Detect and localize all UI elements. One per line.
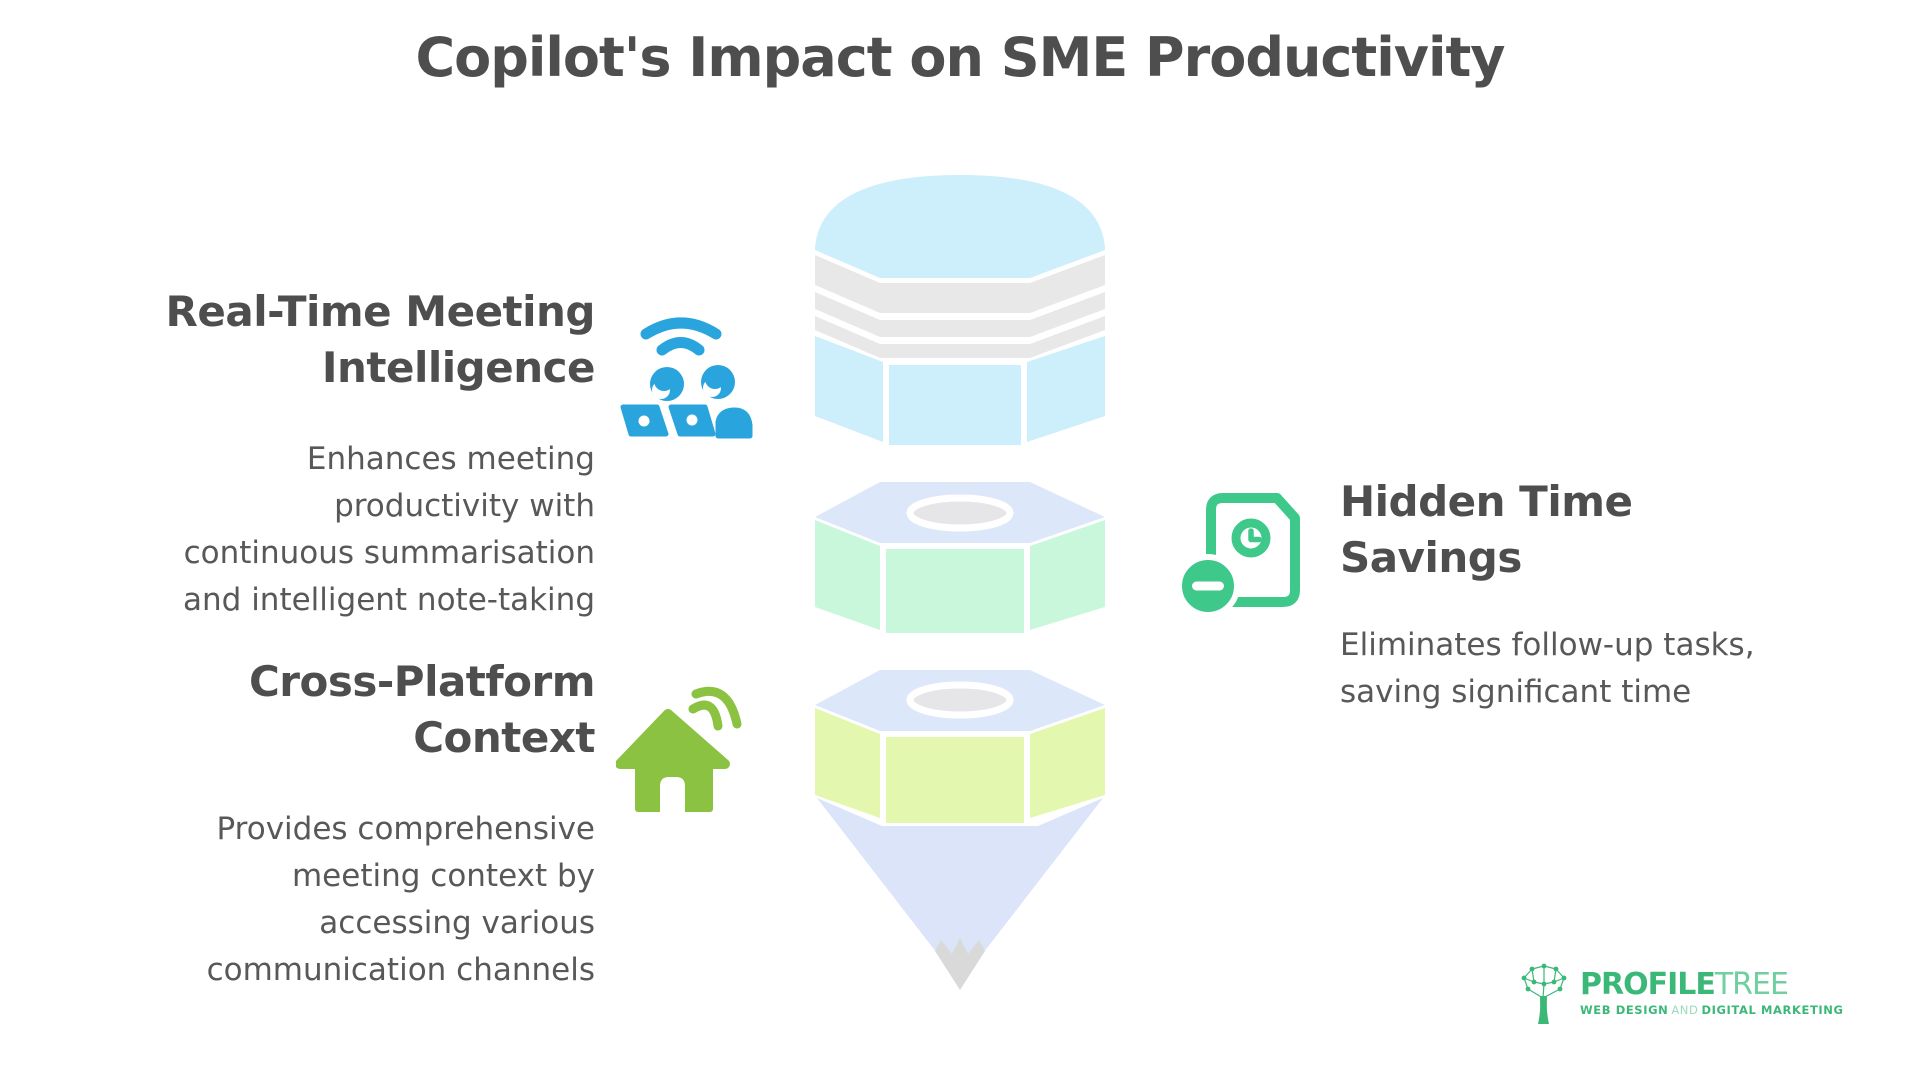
section-cross-platform-body: Provides comprehensive meeting context b… xyxy=(60,806,595,994)
smart-home-wifi-icon xyxy=(616,686,742,812)
meeting-people-wifi-icon xyxy=(620,317,753,439)
bottom-nut-hole xyxy=(906,681,1014,719)
funnel-prism-left-face xyxy=(815,336,883,442)
section-meeting-heading: Real-Time Meeting Intelligence xyxy=(60,284,596,396)
page-title: Copilot's Impact on SME Productivity xyxy=(415,26,1506,89)
house-roof xyxy=(616,709,730,769)
section-body-text: Enhances meeting productivity with conti… xyxy=(183,441,595,618)
section-heading-text: Cross-Platform Context xyxy=(248,657,596,762)
funnel-prism-right-face xyxy=(1027,336,1105,442)
funnel-cone xyxy=(817,798,1103,983)
section-heading-text: Real-Time Meeting Intelligence xyxy=(165,287,596,392)
wifi-arcs xyxy=(688,686,742,731)
funnel-prism-center-face xyxy=(889,365,1021,445)
funnel-dome xyxy=(815,175,1105,278)
tree-trunk xyxy=(1538,996,1549,1024)
funnel-stack-diagram xyxy=(815,175,1105,990)
mid-nut-hole xyxy=(906,494,1014,532)
brand-name-bold: PROFILE xyxy=(1580,966,1716,1002)
laptop-key-dot xyxy=(686,414,698,426)
clock-hands xyxy=(1248,528,1262,543)
bottom-nut-left-face xyxy=(815,708,880,818)
mid-nut-center-face xyxy=(886,549,1024,633)
mid-nut-left-face xyxy=(815,520,880,630)
section-meeting-body: Enhances meeting productivity with conti… xyxy=(60,436,595,624)
funnel-drip-arrow xyxy=(935,938,985,990)
mid-nut-right-face xyxy=(1030,520,1105,630)
brand-name-light: TREE xyxy=(1714,966,1789,1002)
section-body-text: Provides comprehensive meeting context b… xyxy=(206,811,595,988)
tagline-web-design: WEB DESIGN xyxy=(1580,1002,1669,1017)
tagline-and: AND xyxy=(1671,1002,1699,1017)
bottom-nut-center-face xyxy=(886,737,1024,823)
tagline-digital-marketing: DIGITAL MARKETING xyxy=(1701,1002,1844,1017)
tree-network-nodes xyxy=(1521,963,1567,992)
laptops xyxy=(620,404,753,439)
attendee-heads xyxy=(650,365,735,401)
bottom-nut-right-face xyxy=(1030,708,1105,818)
section-hidden-time-heading: Hidden Time Savings xyxy=(1340,474,1860,586)
section-hidden-time-body: Eliminates follow-up tasks, saving signi… xyxy=(1340,622,1880,716)
funnel-band-3 xyxy=(815,316,1105,358)
section-cross-platform-heading: Cross-Platform Context xyxy=(60,654,596,766)
laptop-key-dot xyxy=(638,415,650,427)
section-heading-text: Hidden Time Savings xyxy=(1340,477,1633,582)
profiletree-tree-icon xyxy=(1521,963,1567,1024)
section-body-text: Eliminates follow-up tasks, saving signi… xyxy=(1340,627,1755,710)
wifi-arcs xyxy=(640,317,722,356)
document-clock-minus-icon xyxy=(1178,493,1300,618)
minus-bar xyxy=(1192,581,1224,591)
brand-name: PROFILETREE xyxy=(1580,966,1844,1002)
house-door xyxy=(660,777,685,812)
funnel-band-2 xyxy=(815,292,1105,337)
funnel-band-1 xyxy=(815,255,1105,313)
